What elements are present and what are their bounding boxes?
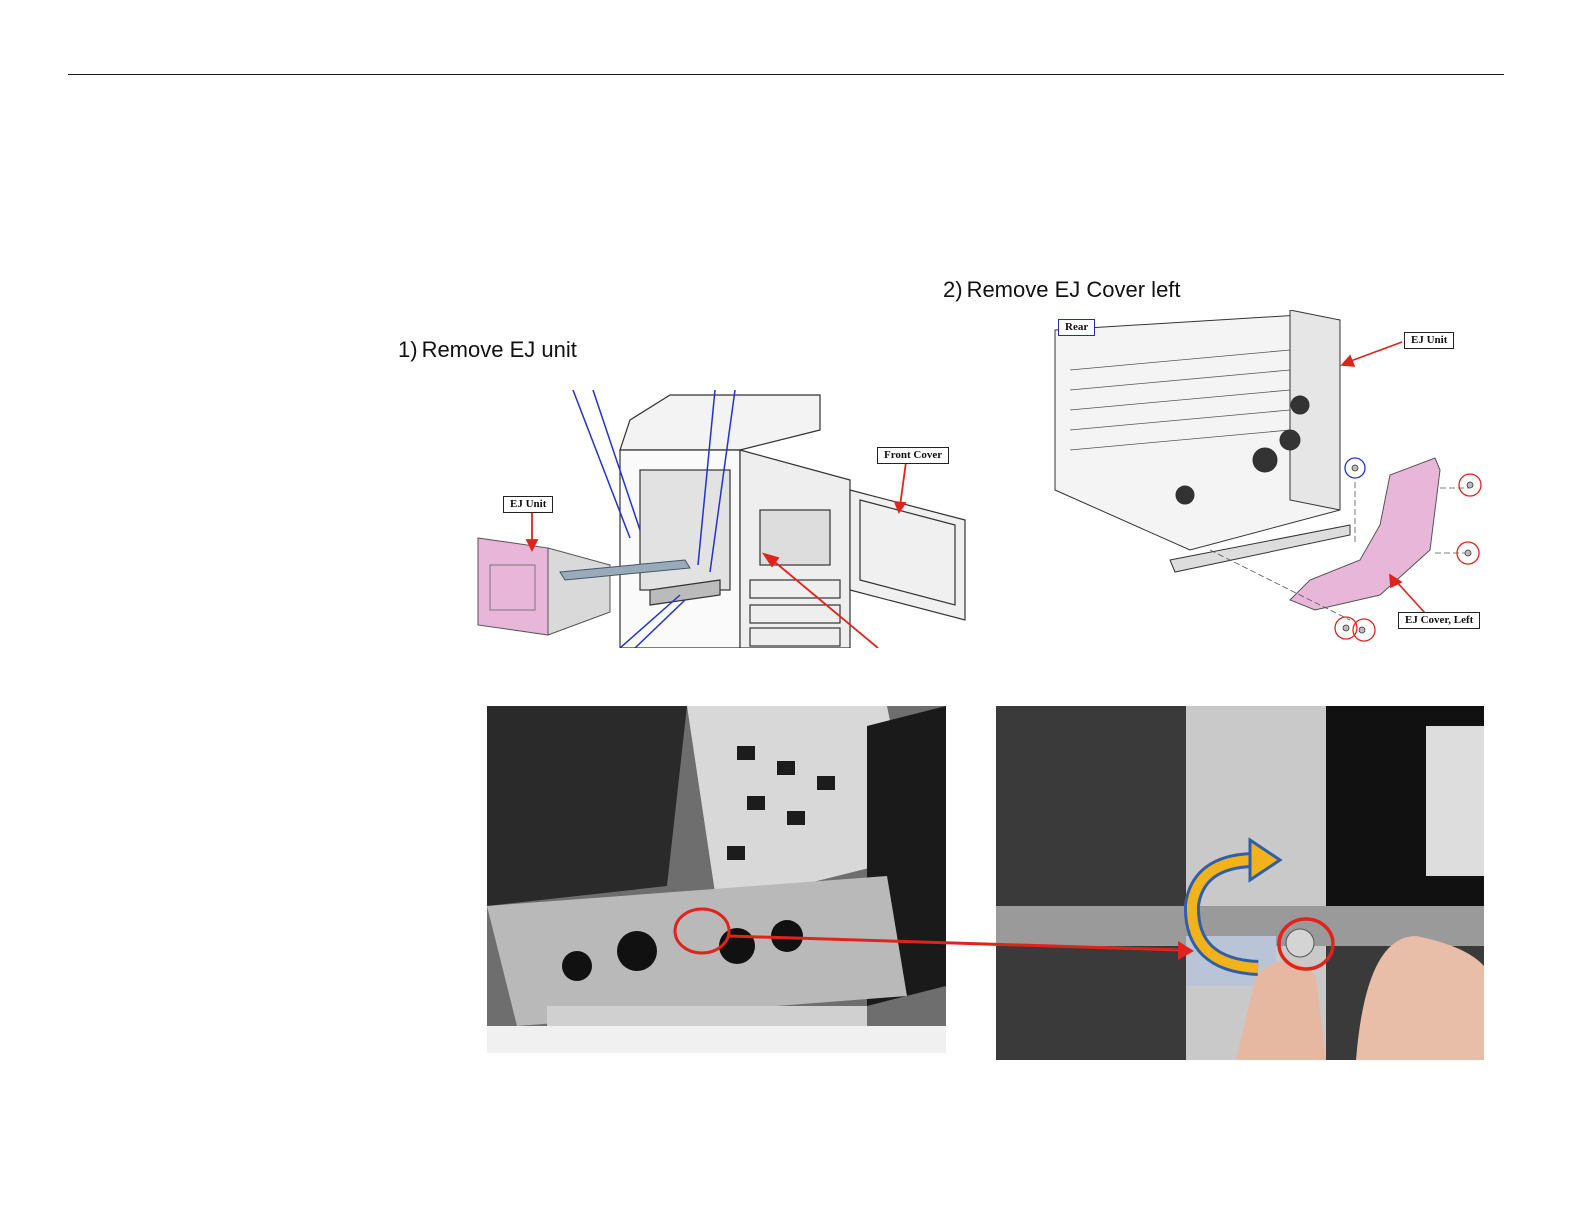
step-2-number: 2): [943, 277, 963, 303]
ej-unit-part: [478, 538, 548, 635]
callout-ej-unit: EJ Unit: [503, 496, 553, 513]
step-1-number: 1): [398, 337, 418, 363]
callout-front-cover: Front Cover: [877, 447, 949, 464]
ej-unit-photo: [487, 706, 946, 1053]
step-1-text: Remove EJ unit: [422, 337, 577, 363]
top-rule: [68, 74, 1504, 75]
printer-line-drawing: [470, 390, 980, 648]
callout-ej-cover-left: EJ Cover, Left: [1398, 612, 1480, 629]
ej-unit-removal-diagram: EJ Unit Front Cover: [470, 390, 980, 648]
screw-closeup-photo: [996, 706, 1484, 1060]
step-1-heading: 1) Remove EJ unit: [398, 337, 577, 363]
callout-ej-unit-2: EJ Unit: [1404, 332, 1454, 349]
step-2-heading: 2) Remove EJ Cover left: [943, 277, 1181, 303]
ej-unit-exploded-drawing: [1050, 310, 1500, 650]
callout-rear: Rear: [1058, 319, 1095, 336]
ej-cover-left-diagram: Rear EJ Unit EJ Cover, Left: [1050, 310, 1500, 650]
step-2-text: Remove EJ Cover left: [967, 277, 1181, 303]
